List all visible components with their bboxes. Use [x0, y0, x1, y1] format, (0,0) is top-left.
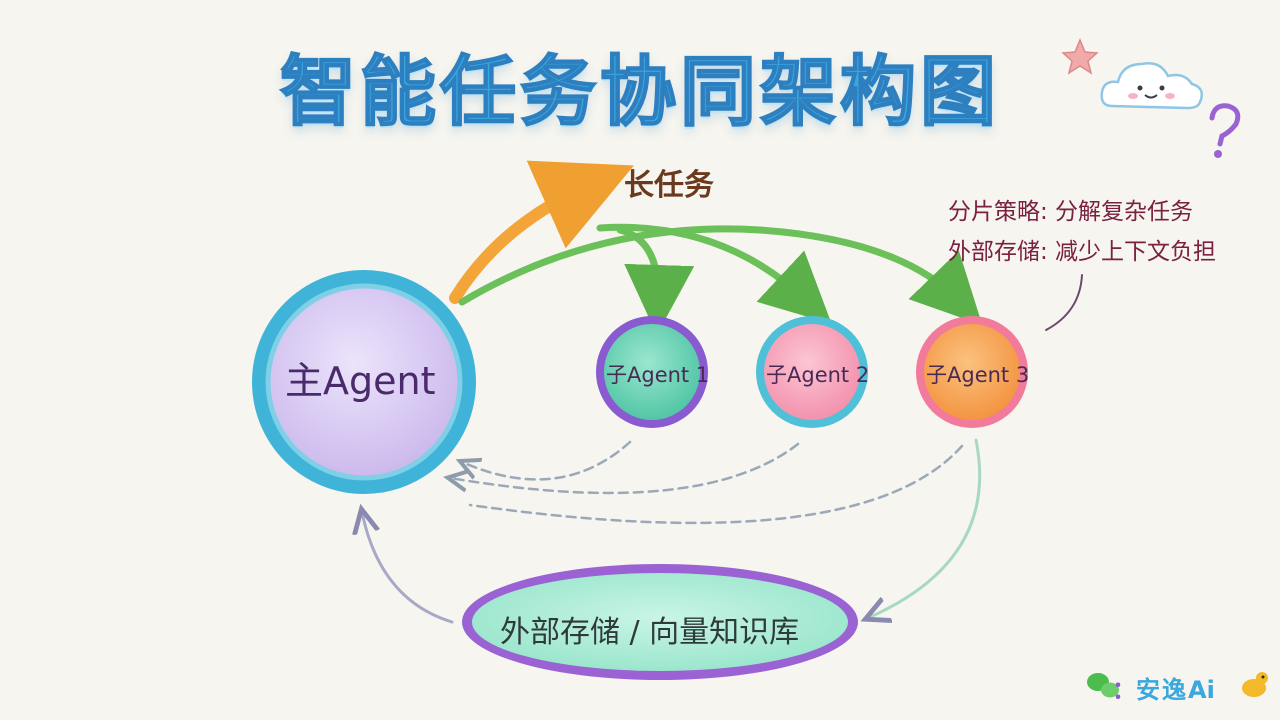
long-task-arrow: [449, 160, 634, 304]
sub-agent-1-node: [596, 316, 708, 428]
storage-to-main-agent-arrow: [362, 512, 454, 624]
arrow-to-sub-agent-1: [616, 226, 695, 335]
split-arrows: [458, 223, 983, 335]
bird-icon: [1242, 672, 1268, 697]
star-icon: [1061, 38, 1099, 75]
brand-name: 安逸: [1136, 676, 1188, 704]
sub-agent-1-label: 子Agent 1: [606, 363, 710, 387]
return-from-sub-agent-2: [450, 442, 800, 495]
arrow-to-sub-agent-3: [458, 225, 983, 326]
arrow-to-sub-agent-2: [596, 223, 832, 324]
brand-separator: ：: [1112, 676, 1136, 704]
note-sharding-strategy: 分片策略: 分解复杂任务: [948, 199, 1194, 225]
return-arrows: [450, 440, 964, 525]
sub-agent-2-label: 子Agent 2: [766, 363, 870, 387]
storage-node: [462, 564, 858, 680]
wechat-icon: [1087, 673, 1119, 698]
cloud-icon: [1100, 62, 1203, 110]
long-task-label: 长任务: [624, 168, 714, 203]
page-title: 智能任务协同架构图: [279, 46, 1000, 137]
note-external-storage: 外部存储: 减少上下文负担: [948, 239, 1217, 265]
note-connector: [1045, 274, 1083, 331]
sub-agent-3-node: [916, 316, 1028, 428]
brand-watermark: ：安逸Ai: [1090, 670, 1215, 705]
main-agent-node: [252, 270, 476, 494]
return-from-sub-agent-3: [468, 444, 964, 525]
sub-agent-2-node: [756, 316, 868, 428]
brand-ai: Ai: [1188, 676, 1215, 704]
main-agent-label: 主Agent: [285, 359, 436, 403]
return-from-sub-agent-1: [462, 440, 632, 481]
question-mark-icon: [1209, 103, 1241, 158]
sub-agent-3-label: 子Agent 3: [926, 363, 1030, 387]
sub-agent-3-to-storage-arrow: [868, 438, 982, 618]
storage-label: 外部存储 / 向量知识库: [500, 615, 800, 650]
